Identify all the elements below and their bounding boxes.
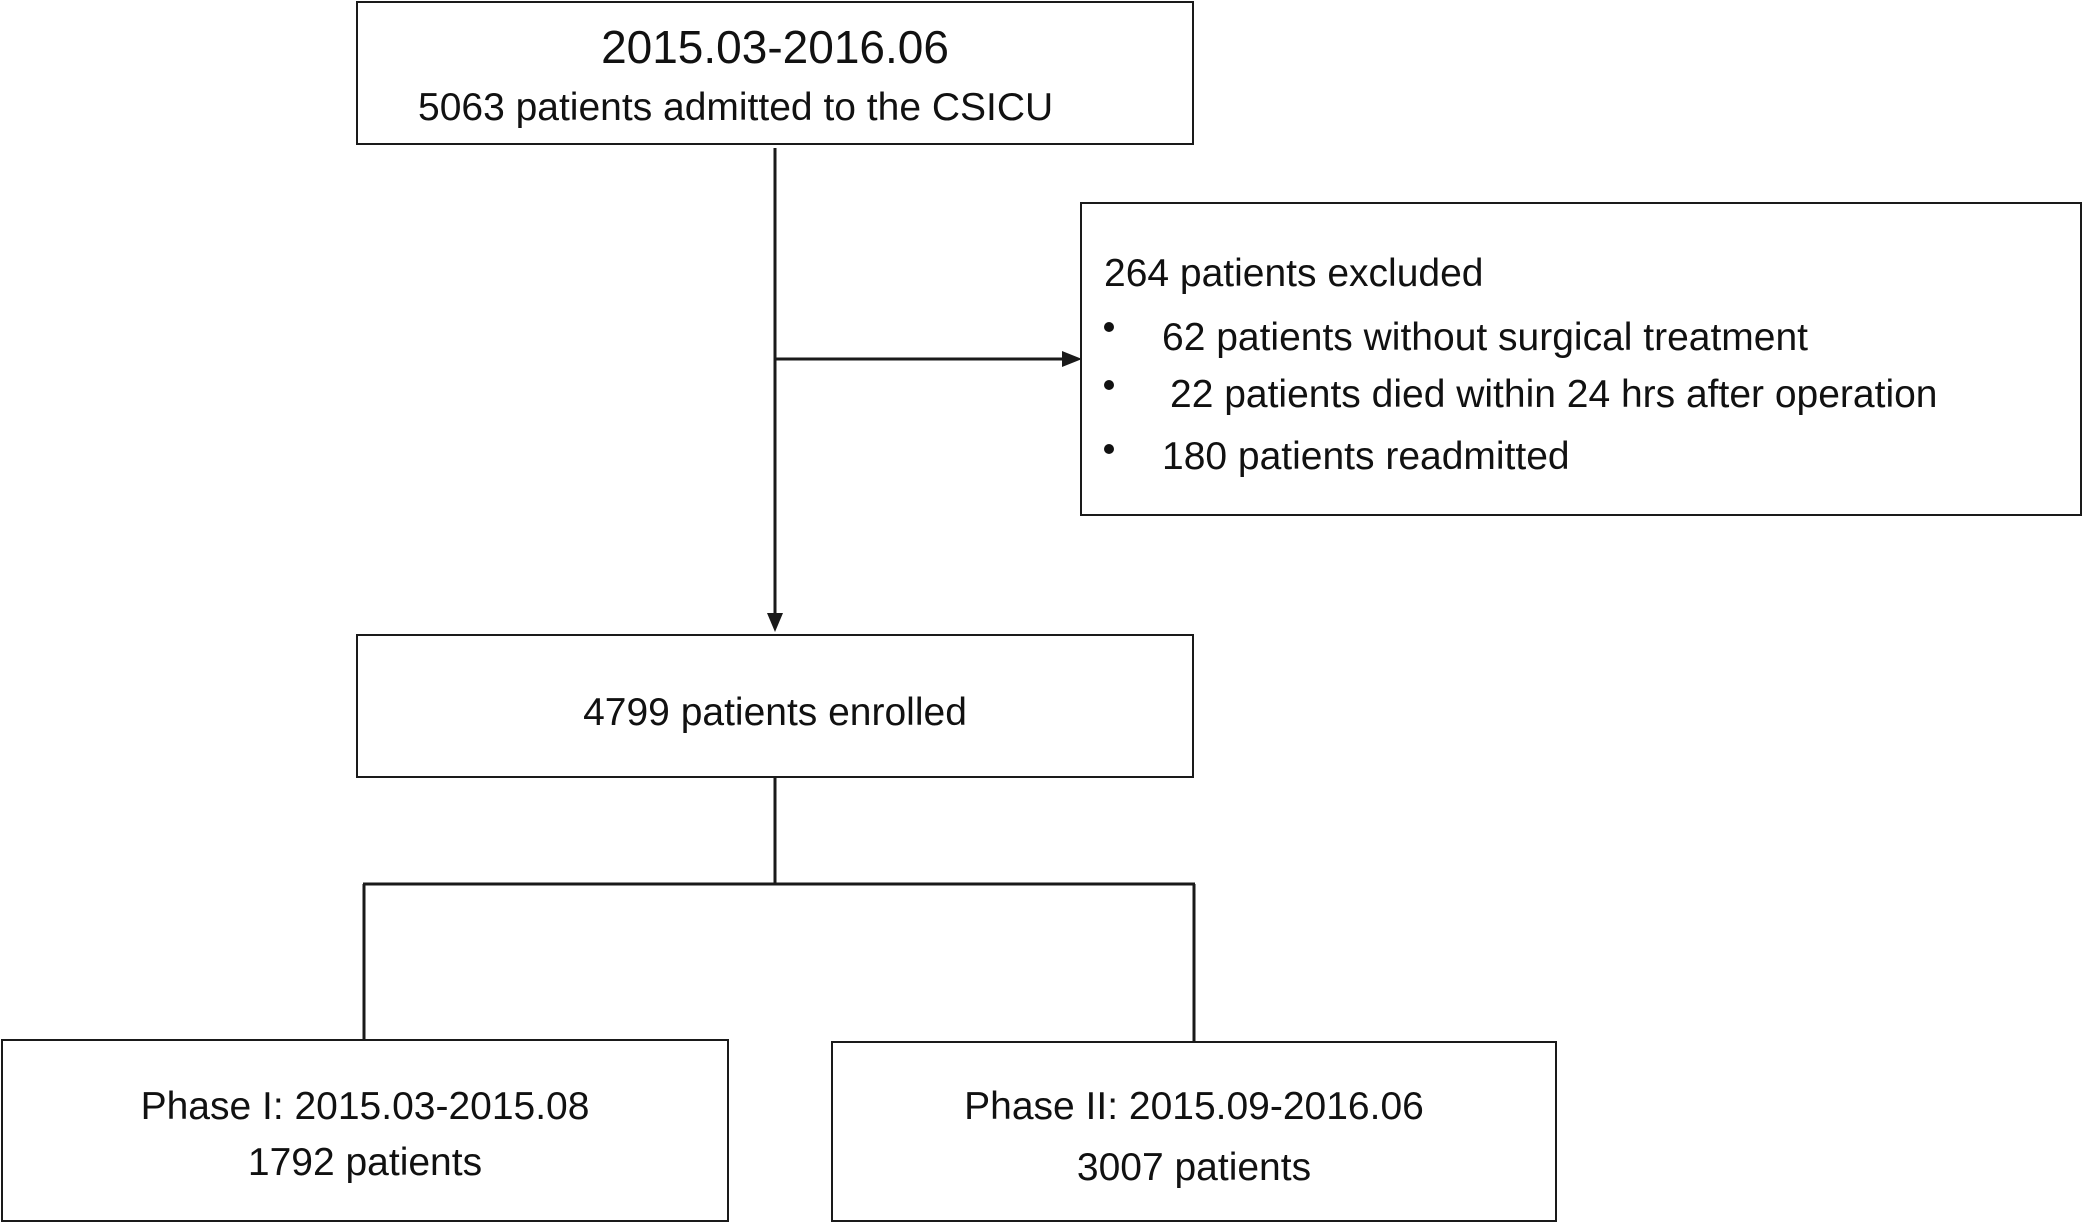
admission-box: 2015.03-2016.06 5063 patients admitted t… [356,1,1194,145]
phase2-box: Phase II: 2015.09-2016.06 3007 patients [831,1041,1557,1222]
exclusion-box: 264 patients excluded 62 patients withou… [1080,202,2082,516]
exclusion-bullet-icon [1104,380,1114,390]
exclusion-item: 180 patients readmitted [1162,435,1570,478]
phase2-title: Phase II: 2015.09-2016.06 [964,1085,1424,1128]
admission-date-range: 2015.03-2016.06 [601,21,949,73]
exclusion-bullet-icon [1104,322,1114,332]
exclusion-bullet-icon [1104,444,1114,454]
enrolled-arrowhead [767,613,783,632]
enrolled-count: 4799 patients enrolled [583,691,967,734]
admission-count: 5063 patients admitted to the CSICU [418,86,1054,129]
phase2-count: 3007 patients [1076,1146,1312,1189]
phase1-count: 1792 patients [247,1141,483,1184]
exclusion-item: 62 patients without surgical treatment [1162,316,1809,359]
phase1-box: Phase I: 2015.03-2015.08 1792 patients [1,1039,729,1222]
phase1-title: Phase I: 2015.03-2015.08 [140,1085,590,1128]
exclusion-item: 22 patients died within 24 hrs after ope… [1170,373,1938,416]
exclusion-heading: 264 patients excluded [1104,252,1484,295]
enrolled-box: 4799 patients enrolled [356,634,1194,778]
exclusion-arrowhead [1062,351,1082,367]
